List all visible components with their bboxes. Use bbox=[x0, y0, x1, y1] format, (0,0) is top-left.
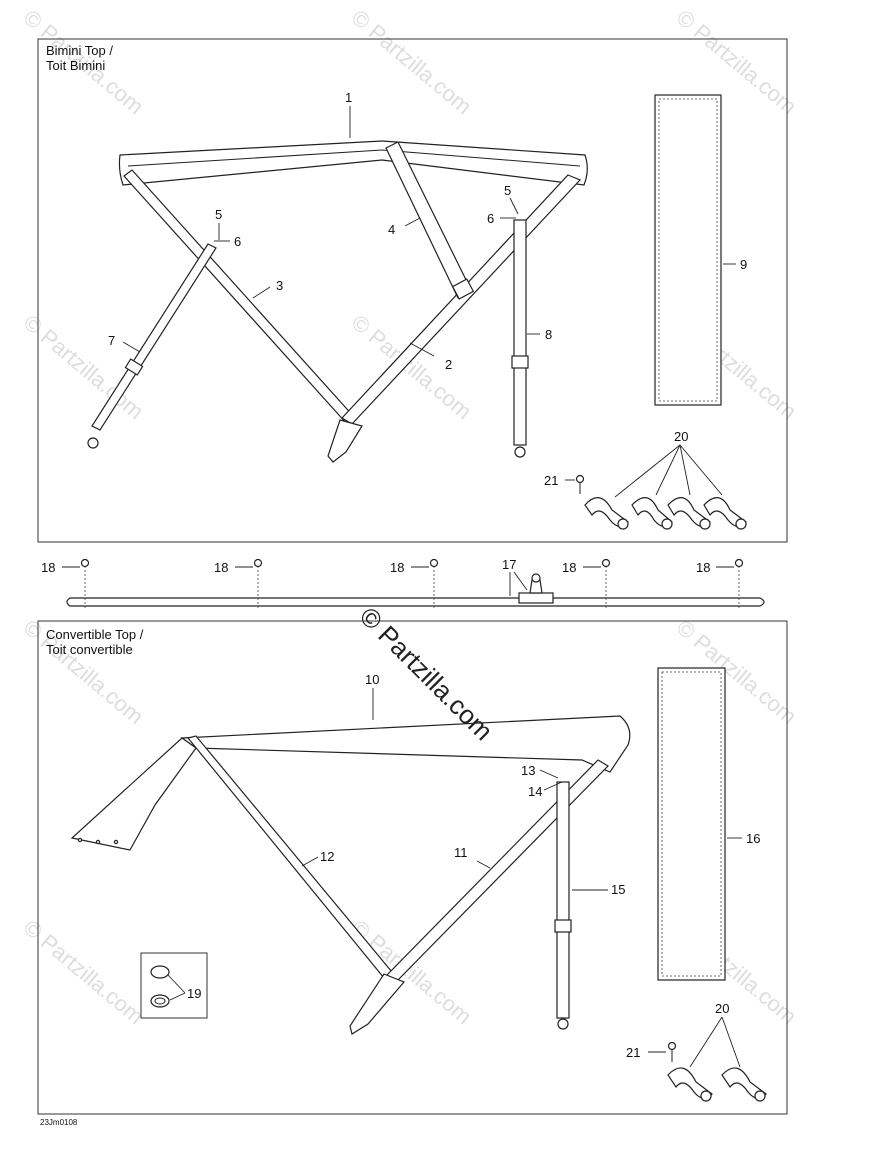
bimini-strap-7-snap bbox=[87, 437, 99, 449]
bimini-bow-foot bbox=[327, 419, 363, 463]
clip-hole bbox=[700, 1090, 712, 1102]
watermark-faint: © Partzilla.com bbox=[347, 5, 477, 119]
convertible-frame bbox=[37, 620, 788, 1115]
bimini-bow-2 bbox=[341, 174, 582, 425]
callout-14: 14 bbox=[528, 784, 542, 799]
callout-6a: 6 bbox=[234, 234, 241, 249]
callout-15: 15 bbox=[611, 882, 625, 897]
callout-18c: 18 bbox=[390, 560, 404, 575]
screw-head-icon bbox=[734, 558, 744, 568]
bimini-canopy-edge bbox=[127, 149, 581, 167]
bimini-leaders bbox=[122, 106, 736, 498]
callout-20a: 20 bbox=[674, 429, 688, 444]
callout-4: 4 bbox=[388, 222, 395, 237]
callout-5a: 5 bbox=[215, 207, 222, 222]
callout-9: 9 bbox=[740, 257, 747, 272]
snap-cap-icon bbox=[150, 965, 170, 979]
track-screws-18 bbox=[80, 558, 744, 610]
track-rail-17 bbox=[66, 597, 765, 607]
convertible-leaders bbox=[167, 688, 742, 1068]
callout-10: 10 bbox=[365, 672, 379, 687]
snap-base-icon bbox=[150, 994, 170, 1008]
clip-hole bbox=[699, 518, 711, 530]
callout-1: 1 bbox=[345, 90, 352, 105]
bimini-bow-3 bbox=[123, 169, 356, 425]
convertible-title-line1: Convertible Top / bbox=[46, 627, 144, 642]
bimini-canopy bbox=[118, 140, 588, 186]
callout-2: 2 bbox=[445, 357, 452, 372]
callout-16: 16 bbox=[746, 831, 760, 846]
track-slide-17 bbox=[518, 592, 554, 604]
bimini-strap-8-snap bbox=[514, 446, 526, 458]
screw-head-icon bbox=[429, 558, 439, 568]
callout-18d: 18 bbox=[562, 560, 576, 575]
track-callouts: 18 18 18 17 18 18 bbox=[41, 557, 710, 575]
clip-hole bbox=[617, 518, 629, 530]
clip-hole bbox=[754, 1090, 766, 1102]
callout-20b: 20 bbox=[715, 1001, 729, 1016]
bimini-title-line1: Bimini Top / bbox=[46, 43, 113, 58]
drawing-code: 23Jm0108 bbox=[40, 1118, 78, 1127]
convertible-bow-11 bbox=[385, 759, 609, 983]
flap-grommet bbox=[113, 839, 119, 845]
callout-17: 17 bbox=[502, 557, 516, 572]
convertible-strap-15-snap bbox=[557, 1018, 569, 1030]
screw-head-icon bbox=[80, 558, 90, 568]
callout-12: 12 bbox=[320, 849, 334, 864]
bimini-title-line2: Toit Bimini bbox=[46, 58, 105, 73]
convertible-bow-12 bbox=[186, 735, 393, 979]
callout-18a: 18 bbox=[41, 560, 55, 575]
bimini-frame bbox=[37, 38, 788, 543]
bimini-strap-8 bbox=[513, 219, 527, 446]
screw-head-icon bbox=[601, 558, 611, 568]
track-leaders bbox=[62, 566, 734, 596]
convertible-title-line2: Toit convertible bbox=[46, 642, 133, 657]
callout-19: 19 bbox=[187, 986, 201, 1001]
callout-13: 13 bbox=[521, 763, 535, 778]
callout-3: 3 bbox=[276, 278, 283, 293]
snap-base-inner bbox=[154, 997, 166, 1005]
screw-head-icon bbox=[667, 1041, 677, 1051]
callout-5b: 5 bbox=[504, 183, 511, 198]
convertible-callouts: 10 11 12 13 14 15 16 19 20 21 bbox=[187, 672, 760, 1060]
snap-inset-frame bbox=[140, 952, 208, 1019]
convertible-boot-16-stitch bbox=[661, 671, 722, 977]
bimini-boot-9-stitch bbox=[658, 98, 718, 402]
callout-7: 7 bbox=[108, 333, 115, 348]
callout-21b: 21 bbox=[626, 1045, 640, 1060]
bimini-clips-20 bbox=[584, 497, 747, 530]
callout-18e: 18 bbox=[696, 560, 710, 575]
bimini-bow-4-fitting bbox=[451, 278, 475, 300]
bimini-screw-21 bbox=[575, 474, 585, 494]
callout-6b: 6 bbox=[487, 211, 494, 226]
callout-8: 8 bbox=[545, 327, 552, 342]
track-knob-head bbox=[531, 573, 541, 583]
clip-hole bbox=[661, 518, 673, 530]
bimini-strap-8-buckle bbox=[511, 355, 529, 369]
convertible-strap-15-buckle bbox=[554, 919, 572, 933]
bimini-strap-7-buckle bbox=[124, 358, 144, 376]
screw-head-icon bbox=[575, 474, 585, 484]
callout-21a: 21 bbox=[544, 473, 558, 488]
clip-hole bbox=[735, 518, 747, 530]
screw-head-icon bbox=[253, 558, 263, 568]
callout-18b: 18 bbox=[214, 560, 228, 575]
callout-11: 11 bbox=[454, 845, 468, 860]
convertible-boot-16 bbox=[657, 667, 726, 981]
convertible-screw-21 bbox=[667, 1041, 677, 1062]
convertible-bow-foot bbox=[349, 973, 406, 1035]
flap-grommet bbox=[95, 839, 101, 845]
flap-grommet bbox=[77, 837, 83, 843]
convertible-strap-15 bbox=[556, 781, 570, 1019]
convertible-clips-20 bbox=[667, 1067, 767, 1102]
bimini-boot-9 bbox=[654, 94, 722, 406]
bimini-callouts: 1 2 3 4 5 6 7 5 6 8 9 20 21 bbox=[108, 90, 747, 488]
convertible-canopy-10 bbox=[180, 715, 631, 773]
convertible-front-flap bbox=[70, 737, 197, 851]
